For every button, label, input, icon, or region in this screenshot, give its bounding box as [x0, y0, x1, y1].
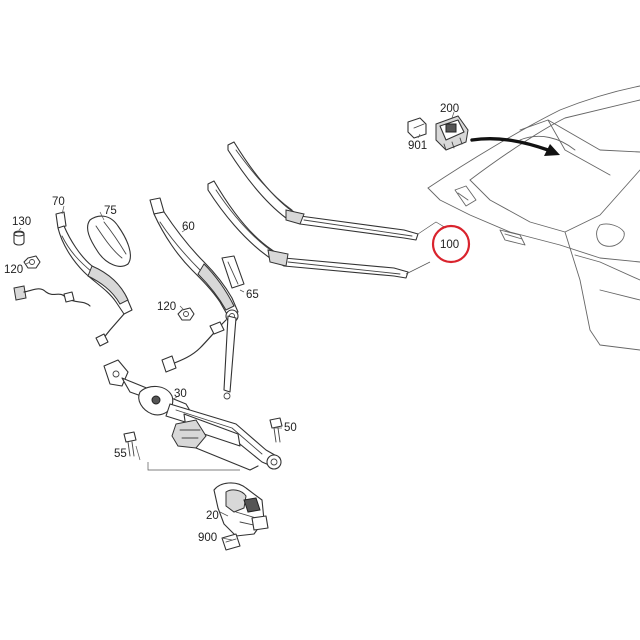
part-200-connector [435, 115, 469, 151]
callout-200: 200 [440, 103, 459, 115]
callout-120-left: 120 [4, 264, 23, 276]
wiper-blade-upper [227, 141, 419, 241]
callout-75: 75 [104, 205, 117, 217]
callout-130: 130 [12, 216, 31, 228]
callout-70: 70 [52, 196, 65, 208]
part-120-nut-right [177, 307, 195, 321]
callout-901: 901 [408, 140, 427, 152]
callout-120-right: 120 [157, 301, 176, 313]
part-70-wiper-arm-left [55, 211, 133, 347]
part-50-bolt [269, 417, 283, 443]
right-wire-harness [161, 319, 227, 373]
pointer-arrow [470, 137, 560, 156]
car-body-outline [427, 85, 640, 351]
highlight-circle-100 [431, 224, 471, 264]
part-30-linkage [103, 315, 282, 471]
leader-100 [405, 221, 447, 275]
part-901-clip [407, 117, 427, 139]
part-120-nut-left [23, 255, 41, 269]
wiper-blade-lower [207, 180, 409, 279]
part-130-cap [13, 230, 25, 246]
callout-30: 30 [174, 388, 187, 400]
callout-50: 50 [284, 422, 297, 434]
leader-lines [18, 111, 455, 541]
callout-60: 60 [182, 221, 195, 233]
part-75-arm-cover [87, 215, 131, 267]
callout-labels: 200 901 70 75 130 120 60 65 120 100 30 5… [4, 103, 459, 544]
part-900-connector [221, 533, 241, 551]
part-55-bolt [123, 431, 137, 457]
callout-55: 55 [114, 448, 127, 460]
part-65-arm-cap [221, 255, 245, 289]
callout-65: 65 [246, 289, 259, 301]
callout-20: 20 [206, 510, 219, 522]
callout-100: 100 [440, 239, 459, 251]
callout-900: 900 [198, 532, 217, 544]
left-wire-harness [13, 285, 91, 307]
part-20-wiper-motor [213, 482, 269, 537]
